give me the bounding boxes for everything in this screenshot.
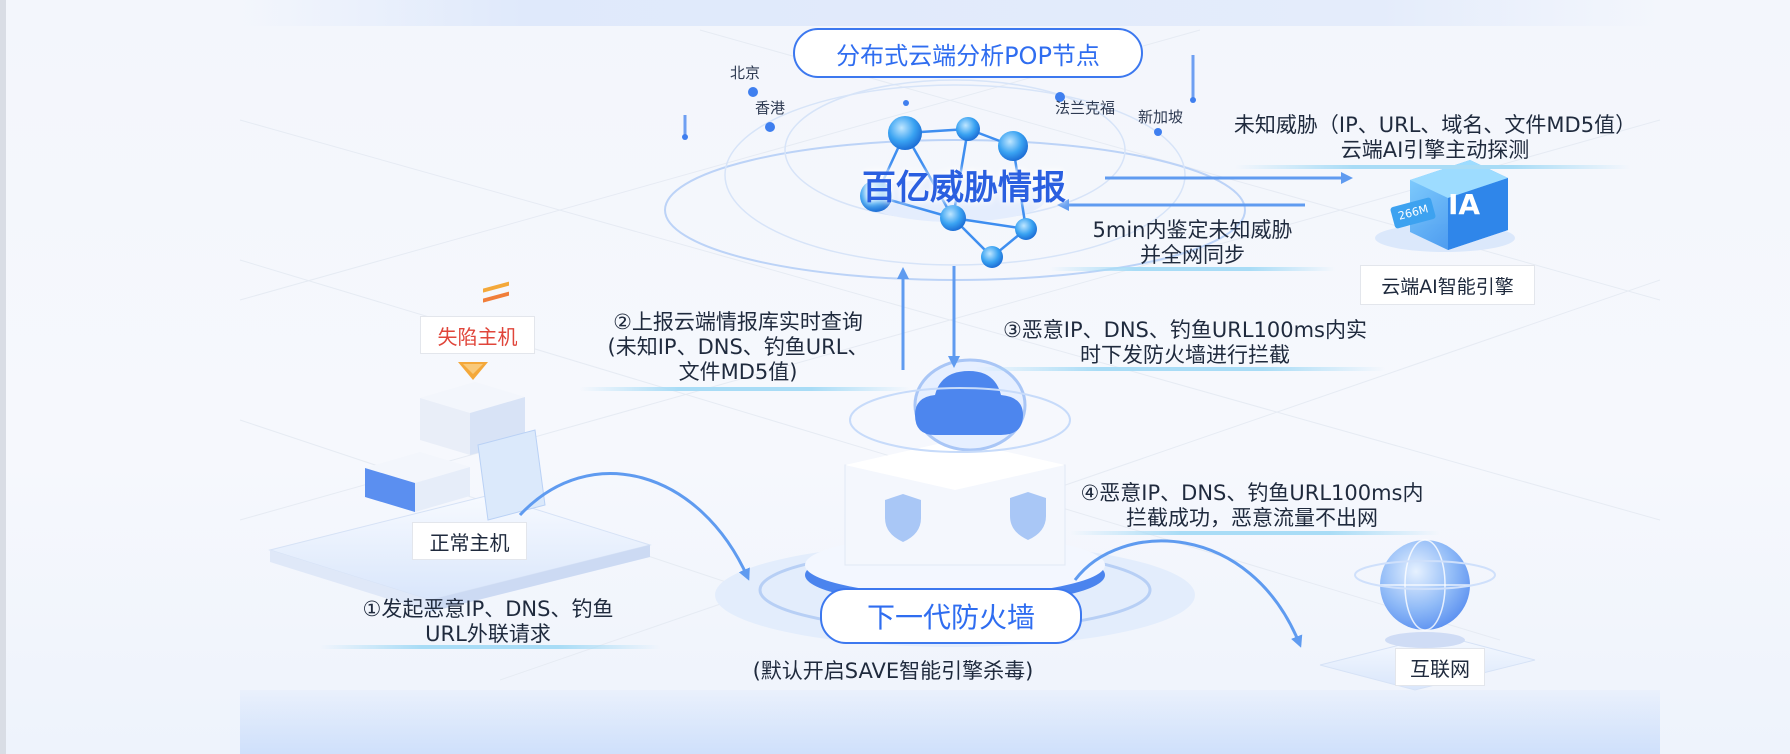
ai-engine-box-label: 云端AI智能引擎	[1360, 265, 1535, 305]
city-label-hongkong: 香港	[755, 99, 786, 117]
top-glow-band	[240, 0, 1660, 26]
arrow-firewall-to-internet	[1073, 539, 1303, 648]
flow-arrows	[518, 172, 1353, 648]
pop-node-title-text: 分布式云端分析POP节点	[836, 41, 1100, 70]
city-label-singapore: 新加坡	[1138, 108, 1184, 126]
ai-engine-probe-caption: 未知威胁（IP、URL、域名、文件MD5值） 云端AI引擎主动探测	[1233, 113, 1637, 162]
warning-marker	[458, 362, 488, 380]
bottom-glow-band	[240, 690, 1660, 754]
step2-caption: ②上报云端情报库实时查询 (未知IP、DNS、钓鱼URL、 文件MD5值)	[607, 310, 869, 384]
compromised-host-label: 失陷主机	[420, 316, 535, 354]
internet-label: 互联网	[1395, 648, 1485, 686]
step4-caption: ④恶意IP、DNS、钓鱼URL100ms内 拦截成功，恶意流量不出网	[1080, 481, 1424, 530]
threat-intel-title: 百亿威胁情报	[862, 168, 1066, 208]
step3-underline	[975, 367, 1385, 371]
pop-node-title: 分布式云端分析POP节点	[793, 28, 1143, 78]
step2-underline	[580, 387, 910, 391]
city-label-beijing: 北京	[730, 64, 761, 82]
normal-host-label: 正常主机	[412, 522, 527, 560]
firewall-caption: (默认开启SAVE智能引擎杀毒)	[752, 659, 1034, 683]
step1-caption: ①发起恶意IP、DNS、钓鱼 URL外联请求	[362, 597, 614, 646]
arrow-host-to-firewall	[518, 472, 750, 581]
firewall-label: 下一代防火墙	[820, 588, 1082, 644]
ai-engine-icon-text: IA	[1448, 188, 1481, 221]
ai-engine-cube	[1375, 160, 1515, 252]
city-label-frankfurt: 法兰克福	[1055, 99, 1116, 117]
firewall-label-text: 下一代防火墙	[866, 601, 1035, 634]
step4-underline	[1070, 531, 1440, 535]
ai-engine-probe-underline	[1235, 165, 1630, 169]
step3-caption: ③恶意IP、DNS、钓鱼URL100ms内实 时下发防火墙进行拦截	[1002, 318, 1368, 367]
ai-engine-return-caption: 5min内鉴定未知威胁 并全网同步	[1092, 218, 1293, 267]
ai-engine-return-underline	[1050, 267, 1335, 271]
threat-network-nodes	[860, 116, 1037, 268]
city-markers	[682, 55, 1196, 140]
left-edge-strip	[0, 0, 6, 754]
step1-underline	[320, 645, 660, 649]
